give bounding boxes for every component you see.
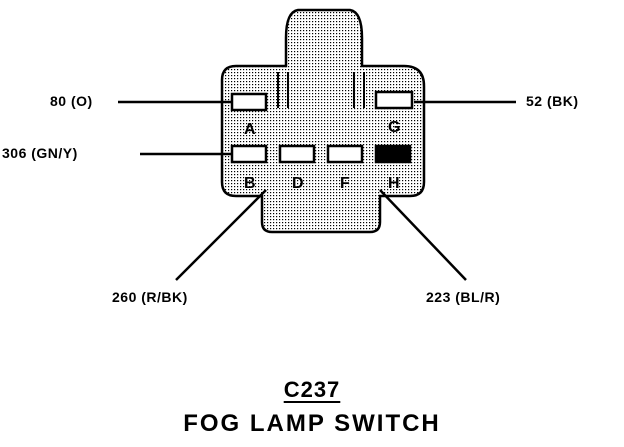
wire-label-306: 306 (GN/Y): [2, 145, 78, 161]
pin-letter-d: D: [292, 175, 304, 192]
wire-label-223: 223 (BL/R): [426, 289, 501, 305]
connector-id: C237: [0, 377, 624, 403]
pin-letter-f: F: [340, 175, 350, 192]
pin-letter-a: A: [244, 121, 256, 138]
pin-letter-b: B: [244, 175, 256, 192]
pin-letters: A G B D F H: [244, 119, 400, 192]
wire-223: [379, 189, 467, 281]
pin-letter-h: H: [388, 175, 400, 192]
connector-housing: [220, 8, 426, 234]
terminal-a: [230, 92, 268, 112]
wires: [118, 100, 516, 281]
housing-outline: [220, 8, 426, 234]
connector-name: FOG LAMP SWITCH: [183, 410, 441, 437]
terminal-g: [374, 90, 414, 110]
pin-letter-g: G: [388, 119, 400, 136]
wire-label-260: 260 (R/BK): [112, 289, 188, 305]
wire-label-80: 80 (O): [50, 93, 93, 109]
wire-260: [175, 189, 267, 281]
terminal-f: [326, 144, 364, 164]
terminal-h: [374, 144, 412, 164]
terminal-b: [230, 144, 268, 164]
terminal-d: [278, 144, 316, 164]
terminals: [230, 90, 414, 164]
connector-id-text: C237: [283, 377, 341, 402]
wire-label-52: 52 (BK): [526, 93, 579, 109]
